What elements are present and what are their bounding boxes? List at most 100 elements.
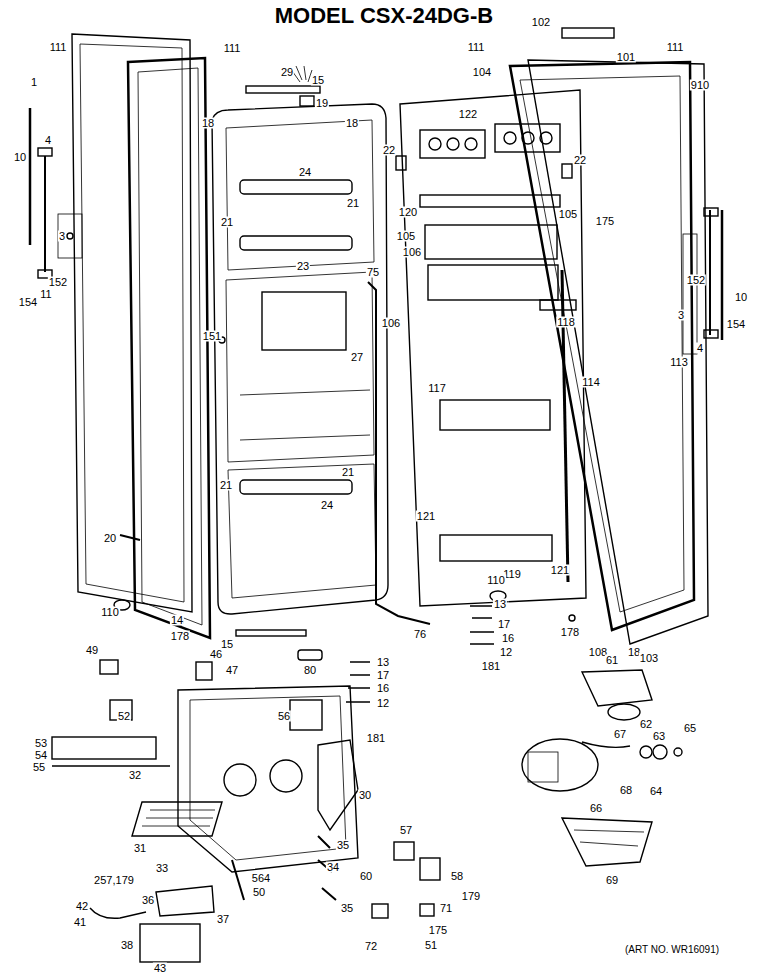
callout-number: 117 (427, 383, 447, 394)
callout-number: 120 (398, 207, 418, 218)
callout-number: 114 (581, 377, 601, 388)
callout-number: 101 (616, 52, 636, 63)
callout-number: 17 (497, 619, 511, 630)
callout-number: 27 (350, 352, 364, 363)
callout-number: 41 (73, 917, 87, 928)
callout-number: 103 (639, 653, 659, 664)
callout-number: 38 (120, 940, 134, 951)
callout-number: 62 (639, 719, 653, 730)
callout-number: 60 (359, 871, 373, 882)
callout-number: 42 (75, 901, 89, 912)
callout-number: 37 (216, 914, 230, 925)
callout-number: 21 (220, 217, 234, 228)
callout-number: 30 (358, 790, 372, 801)
callout-number: 121 (416, 511, 436, 522)
callout-number: 105 (558, 209, 578, 220)
callout-number: 12 (376, 698, 390, 709)
callout-number: 178 (560, 627, 580, 638)
callout-number: 257,179 (93, 875, 135, 886)
callout-number: 10 (13, 152, 27, 163)
callout-number: 34 (326, 862, 340, 873)
callout-number: 154 (726, 319, 746, 330)
callout-number: 154 (18, 297, 38, 308)
callout-number: 33 (155, 863, 169, 874)
callout-number: 181 (481, 661, 501, 672)
callout-number: 111 (666, 42, 685, 53)
callout-number: 55 (32, 762, 46, 773)
callout-number: 63 (652, 731, 666, 742)
callout-number: 23 (296, 261, 310, 272)
callout-number: 56 (277, 711, 291, 722)
callout-number: 61 (605, 655, 619, 666)
callout-number: 179 (461, 891, 481, 902)
callout-number: 51 (424, 940, 438, 951)
callout-number: 67 (613, 729, 627, 740)
callout-number: 57 (399, 825, 413, 836)
callout-number: 113 (669, 357, 689, 368)
callout-number: 15 (311, 75, 325, 86)
callout-number: 69 (605, 875, 619, 886)
callout-number: 3 (58, 231, 66, 242)
callout-number: 54 (34, 750, 48, 761)
callout-number: 18 (201, 118, 215, 129)
callout-number: 110 (486, 575, 506, 586)
callout-number: 181 (366, 733, 386, 744)
callout-number: 43 (153, 963, 167, 974)
callout-number: 10 (734, 292, 748, 303)
diagram-title: MODEL CSX-24DG-B (275, 5, 493, 27)
callout-number: 16 (501, 633, 515, 644)
callout-number: 152 (48, 277, 68, 288)
callout-number: 19 (315, 98, 329, 109)
callout-number: 4 (696, 343, 704, 354)
callout-number: 49 (85, 645, 99, 656)
callout-number: 178 (170, 631, 190, 642)
callout-number: 46 (209, 649, 223, 660)
callout-number: 11 (39, 289, 52, 300)
callout-number: 21 (341, 467, 355, 478)
callout-number: 118 (556, 317, 576, 328)
callout-number: 80 (303, 665, 317, 676)
callout-number: 47 (225, 665, 239, 676)
callout-number: 76 (413, 629, 427, 640)
callout-number: 22 (382, 145, 396, 156)
callout-number: 35 (340, 903, 354, 914)
callout-number: 18 (345, 118, 359, 129)
callout-number: 122 (458, 109, 478, 120)
callout-number: 65 (683, 723, 697, 734)
callout-number: 36 (141, 895, 155, 906)
callout-number: 64 (649, 786, 663, 797)
callout-number: 151 (202, 331, 222, 342)
callout-number: 111 (223, 43, 242, 54)
art-number: (ART NO. WR16091) (625, 945, 719, 955)
callout-number: 111 (467, 42, 486, 53)
callout-number: 72 (364, 941, 378, 952)
callout-number: 4 (44, 135, 52, 146)
callout-number: 175 (428, 925, 448, 936)
callout-number: 75 (366, 267, 380, 278)
callout-number: 111 (49, 42, 68, 53)
callout-number: 106 (402, 247, 422, 258)
callout-number: 121 (550, 565, 570, 576)
callout-number: 102 (531, 17, 551, 28)
callout-number: 52 (117, 711, 131, 722)
callout-number: 106 (381, 318, 401, 329)
callout-number: 50 (252, 887, 266, 898)
callout-number: 17 (376, 670, 390, 681)
callout-number: 3 (677, 310, 685, 321)
callout-number: 32 (128, 770, 142, 781)
callout-number: 21 (346, 198, 360, 209)
callout-number: 24 (320, 500, 334, 511)
callout-number: 31 (133, 843, 147, 854)
callout-number: 21 (219, 480, 233, 491)
callout-number: 152 (686, 275, 706, 286)
callout-number: 53 (34, 738, 48, 749)
callout-number: 1 (30, 77, 38, 88)
callout-number: 910 (690, 80, 710, 91)
callout-number: 564 (251, 873, 271, 884)
callout-number: 71 (439, 903, 453, 914)
callout-number: 68 (619, 785, 633, 796)
callout-number: 105 (396, 231, 416, 242)
callout-number: 29 (280, 67, 294, 78)
callout-number: 13 (376, 657, 390, 668)
